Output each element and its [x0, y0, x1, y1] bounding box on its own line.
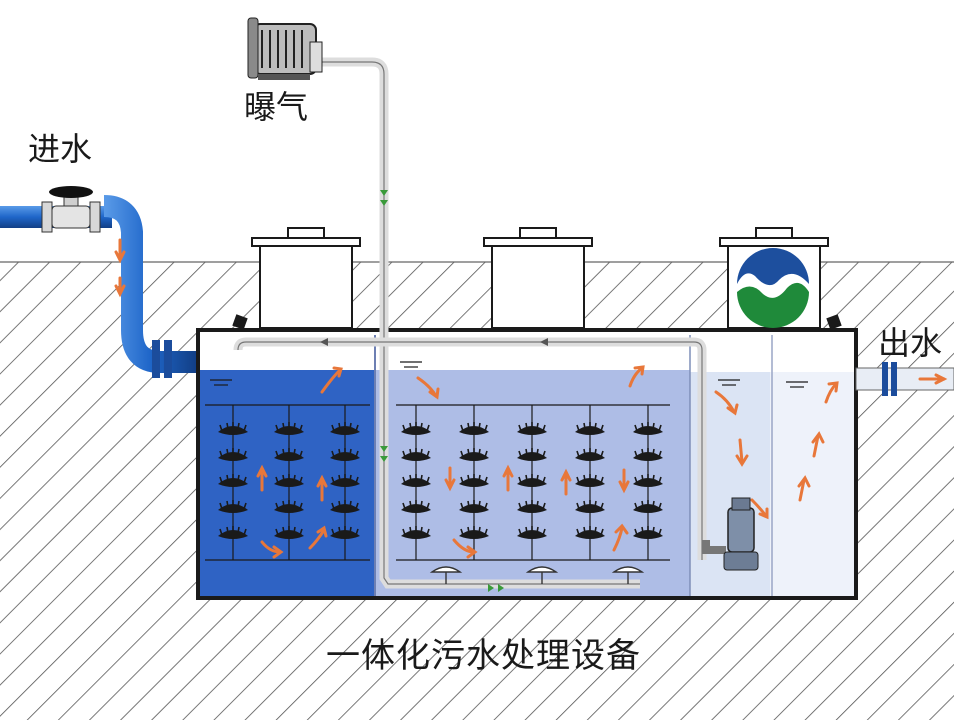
outlet-pipe [855, 362, 954, 396]
submersible-pump-icon [702, 497, 759, 571]
company-logo-icon [737, 248, 809, 328]
diagram-caption: 一体化污水处理设备 [326, 636, 641, 676]
clips [232, 314, 842, 330]
outlet-label: 出水 [878, 324, 943, 362]
blower-icon [247, 17, 323, 80]
valve-icon [41, 186, 101, 233]
air-pipe [233, 57, 707, 589]
air-flow-arrows [380, 190, 504, 592]
water-flow-arrows [114, 238, 948, 559]
tank-walls [196, 328, 858, 600]
disinfection-compartment [770, 372, 854, 596]
aeration-label: 曝气 [244, 88, 309, 126]
inlet-label: 进水 [28, 130, 93, 168]
return-flow-arrows [320, 338, 548, 346]
bottom-aerators [429, 566, 645, 584]
water-level-marks [210, 361, 808, 388]
